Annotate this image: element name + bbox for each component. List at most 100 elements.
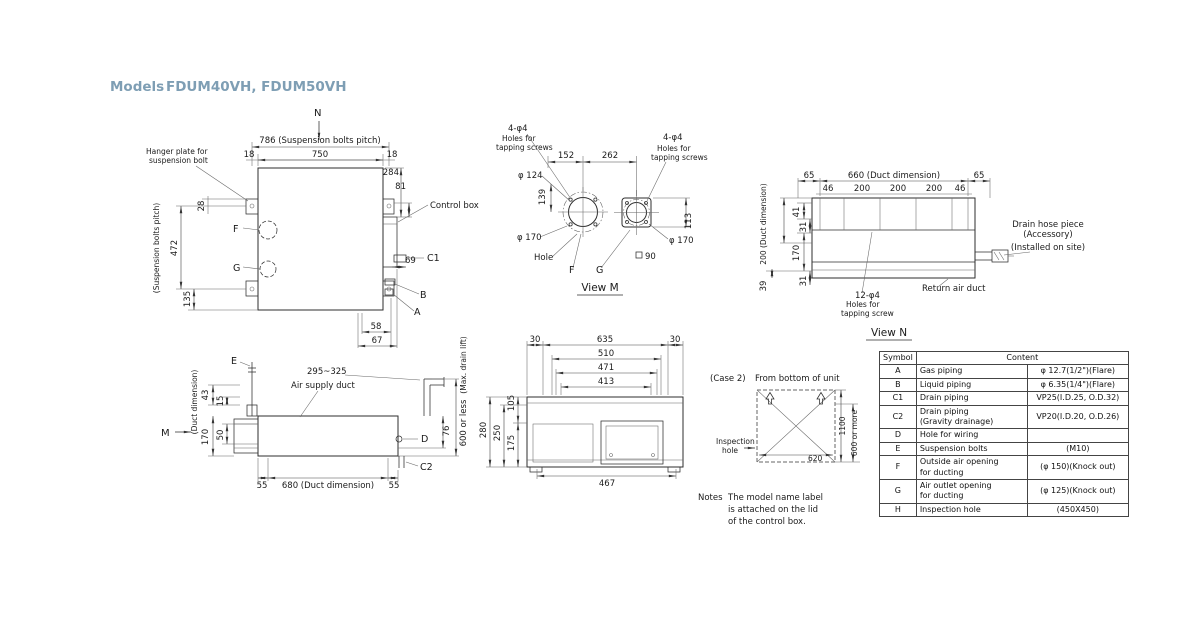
dim-30-right: 30 (670, 335, 681, 345)
airflow-arrow-icon (816, 391, 826, 405)
desc-cell: Inspection hole (915, 502, 1028, 518)
dim-55-right: 55 (389, 481, 400, 491)
holes-for: Holes for (846, 300, 880, 309)
view-n-caption: View N (871, 327, 907, 339)
symbol-table: Symbol Content A Gas piping φ 12.7(1/2")… (879, 350, 1129, 518)
wiring-hole (395, 435, 403, 443)
drain-hose-label-1: Drain hose piece (1012, 220, 1084, 230)
desc-cell: Drain piping (915, 391, 1028, 406)
dim-284: 284 (383, 168, 399, 178)
holes-12phi4: 12-φ4 (855, 291, 880, 301)
dim-139: 139 (538, 189, 548, 205)
dim-152: 152 (558, 151, 574, 161)
dim-50: 50 (216, 430, 226, 441)
desc-cell: Drain piping(Gravity drainage) (915, 404, 1028, 430)
suspension-pitch-label: (Suspension bolts pitch) (152, 203, 161, 294)
dim-phi170-left: φ 170 (517, 233, 542, 243)
notes-line-2: is attached on the lid (728, 505, 818, 515)
gas-pipe-a (384, 288, 394, 296)
table-row: D Hole for wiring (879, 428, 1129, 443)
holes-4phi4-left: 4-φ4 (508, 124, 528, 134)
dim-660: 660 (Duct dimension) (848, 171, 940, 181)
from-bottom-label: From bottom of unit (755, 374, 840, 384)
case2-linework (744, 389, 860, 463)
dim-471: 471 (598, 363, 614, 373)
symbol-cell: C2 (879, 404, 917, 430)
desc-cell: Hole for wiring (915, 428, 1028, 443)
desc-cell: Liquid piping (915, 377, 1028, 393)
dim-113: 113 (684, 213, 694, 229)
tapping-screws-left: tapping screws (496, 143, 553, 152)
duct-dimension-200: 200 (Duct dimension) (759, 183, 768, 264)
desc-text: Suspension bolts (919, 443, 988, 453)
side-view: E M (Duct dimension) 43 15 170 50 Air su… (161, 336, 469, 491)
dim-90: 90 (645, 252, 656, 262)
drain-hose-label-3: (Installed on site) (1011, 243, 1085, 253)
unit-bottom-outline (756, 389, 836, 463)
dim-39: 39 (759, 281, 769, 292)
page-title-value: FDUM40VH, FDUM50VH (166, 79, 347, 95)
desc-text-2: (Gravity drainage) (919, 416, 994, 426)
holes-4phi4-right: 4-φ4 (663, 133, 683, 143)
dim-1100: 1100 (838, 416, 847, 435)
desc-text: Hole for wiring (919, 430, 979, 440)
dim-43: 43 (201, 390, 211, 401)
table-header-row: Symbol Content (879, 350, 1129, 366)
dim-65-left: 65 (804, 171, 815, 181)
knockout-f-label: F (233, 224, 238, 235)
desc-cell: Suspension bolts (915, 441, 1028, 457)
b-label: B (420, 290, 427, 301)
hanger-plate-label-2: suspension bolt (149, 156, 208, 165)
f-label: F (569, 265, 574, 276)
dim-30-left: 30 (530, 335, 541, 345)
dim-600-or-more: 600 or more (850, 410, 859, 457)
view-m-direction-label: M (161, 428, 170, 439)
tapping-screws-right: tapping screws (651, 153, 708, 162)
inspection-label-1: Inspection (716, 437, 755, 446)
page-title-models: Models (110, 79, 164, 95)
dim-472: 472 (170, 240, 180, 256)
g-label: G (596, 265, 603, 276)
north-label: N (314, 108, 321, 119)
dim-28: 28 (197, 201, 207, 212)
notes: Notes The model name label is attached o… (698, 493, 823, 527)
dim-680: 680 (Duct dimension) (282, 481, 374, 491)
desc-text: Gas piping (919, 366, 963, 376)
dim-65-right: 65 (974, 171, 985, 181)
dim-175: 175 (507, 435, 517, 451)
dim-635: 635 (597, 335, 613, 345)
a-label: A (414, 307, 421, 318)
knockout-g-label: G (233, 263, 240, 274)
front-view-linework (486, 341, 684, 479)
desc-cell: Gas piping (915, 364, 1028, 379)
dim-200-3: 200 (926, 184, 942, 194)
dim-18-left: 18 (244, 150, 255, 160)
table-row: B Liquid piping φ 6.35(1/4")(Flare) (879, 377, 1129, 393)
dim-69: 69 (405, 256, 416, 266)
symbol-cell: C1 (879, 391, 917, 406)
dim-55-left: 55 (257, 481, 268, 491)
spec-cell: (φ 150)(Knock out) (1026, 455, 1129, 480)
dim-135: 135 (183, 291, 193, 307)
dim-600-or-less: 600 or less (459, 399, 469, 446)
case2-label: (Case 2) (710, 374, 746, 384)
e-label: E (231, 356, 237, 367)
view-m-linework (526, 133, 690, 296)
dim-262: 262 (602, 151, 618, 161)
c1-label: C1 (427, 253, 440, 264)
desc-text: Air outlet opening (919, 480, 992, 490)
view-n-linework (766, 178, 1031, 341)
view-m-caption: View M (581, 282, 618, 294)
table-row: A Gas piping φ 12.7(1/2")(Flare) (879, 364, 1129, 379)
dim-250: 250 (493, 425, 503, 441)
plan-view: N Hanger plate for suspension bolt 786 (… (146, 108, 479, 348)
unit-body-front (526, 396, 684, 468)
return-air-duct-label: Return air duct (922, 284, 986, 294)
dim-81: 81 (395, 182, 406, 192)
dim-58: 58 (371, 322, 382, 332)
holes-for-right: Holes for (657, 144, 691, 153)
header-symbol: Symbol (879, 350, 917, 366)
knockout-f-circle (258, 220, 278, 240)
